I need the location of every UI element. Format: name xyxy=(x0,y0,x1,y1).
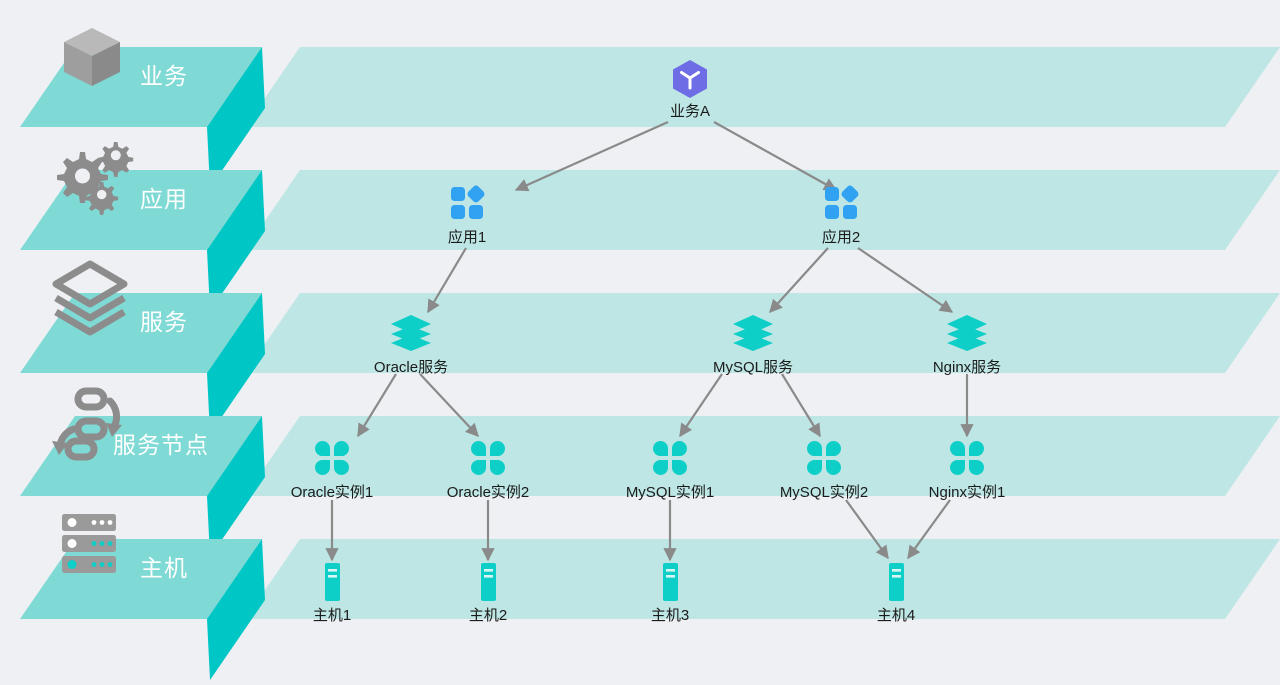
edge-biz_a-app2 xyxy=(713,121,838,191)
tab-application-fold xyxy=(207,170,265,311)
edge-svc_sql-ins_sql1 xyxy=(679,373,723,438)
node-svc_sql[interactable]: MySQL服务 xyxy=(673,313,833,377)
edge-app2-svc_ngx xyxy=(857,247,954,313)
business-cube-icon xyxy=(610,57,770,101)
layer-label-host: 主机 xyxy=(140,555,188,581)
node-label: 应用1 xyxy=(447,229,487,246)
node-label: MySQL服务 xyxy=(712,359,793,376)
node-host3[interactable]: 主机3 xyxy=(590,561,750,625)
node-app2[interactable]: 应用2 xyxy=(761,183,921,247)
node-ins_sql2[interactable]: MySQL实例2 xyxy=(744,438,904,502)
instance-clover-icon xyxy=(744,438,904,482)
app-grid-icon xyxy=(387,183,547,227)
node-svc_ngx[interactable]: Nginx服务 xyxy=(887,313,1047,377)
node-ins_ora2[interactable]: Oracle实例2 xyxy=(408,438,568,502)
instance-clover-icon xyxy=(408,438,568,482)
node-label: Oracle实例1 xyxy=(290,484,374,501)
node-label: Nginx实例1 xyxy=(928,484,1006,501)
edge-svc_sql-ins_sql2 xyxy=(781,373,821,438)
server-rack-icon xyxy=(62,514,116,573)
node-host2[interactable]: 主机2 xyxy=(408,561,568,625)
host-tower-icon xyxy=(590,561,750,605)
node-label: 主机1 xyxy=(312,607,352,624)
node-ins_sql1[interactable]: MySQL实例1 xyxy=(590,438,750,502)
edge-ins_ngx1-host4 xyxy=(907,499,951,560)
nodes-link-icon xyxy=(52,387,122,461)
gears-icon xyxy=(57,142,134,215)
node-label: Oracle服务 xyxy=(373,359,449,376)
node-label: 主机3 xyxy=(650,607,690,624)
layer-label-service: 服务 xyxy=(140,309,188,335)
node-host1[interactable]: 主机1 xyxy=(252,561,412,625)
layer-label-service-node: 服务节点 xyxy=(113,432,209,458)
node-label: 业务A xyxy=(669,103,710,120)
node-label: Oracle实例2 xyxy=(446,484,530,501)
service-stack-icon xyxy=(887,313,1047,357)
host-tower-icon xyxy=(252,561,412,605)
layer-tabs xyxy=(20,47,265,680)
layer-label-business: 业务 xyxy=(140,63,188,89)
node-svc_ora[interactable]: Oracle服务 xyxy=(331,313,491,377)
plane-service-node xyxy=(245,416,1280,496)
cube-3d-icon xyxy=(64,28,120,86)
plane-business xyxy=(245,47,1280,127)
plane-application xyxy=(245,170,1280,250)
layer-planes xyxy=(245,47,1280,619)
node-label: MySQL实例2 xyxy=(779,484,869,501)
edge-svc_ora-ins_ora2 xyxy=(419,373,479,437)
edge-ins_sql2-host4 xyxy=(845,499,889,560)
edge-biz_a-app1 xyxy=(514,120,669,192)
node-label: MySQL实例1 xyxy=(625,484,715,501)
edge-app1-svc_ora xyxy=(427,247,467,314)
node-host4[interactable]: 主机4 xyxy=(816,561,976,625)
node-label: 主机2 xyxy=(468,607,508,624)
node-app1[interactable]: 应用1 xyxy=(387,183,547,247)
plane-host xyxy=(245,539,1280,619)
edge-connectors xyxy=(325,120,974,562)
node-label: 应用2 xyxy=(821,229,861,246)
instance-clover-icon xyxy=(252,438,412,482)
node-label: 主机4 xyxy=(876,607,916,624)
tab-business-fold xyxy=(207,47,265,188)
node-label: Nginx服务 xyxy=(932,359,1002,376)
app-grid-icon xyxy=(761,183,921,227)
service-stack-icon xyxy=(673,313,833,357)
node-biz_a[interactable]: 业务A xyxy=(610,57,770,121)
node-ins_ngx1[interactable]: Nginx实例1 xyxy=(887,438,1047,502)
host-tower-icon xyxy=(408,561,568,605)
edge-app2-svc_sql xyxy=(769,247,829,313)
service-stack-icon xyxy=(331,313,491,357)
tab-service-fold xyxy=(207,293,265,434)
tab-service-node-fold xyxy=(207,416,265,557)
tab-host-fold xyxy=(207,539,265,680)
instance-clover-icon xyxy=(887,438,1047,482)
layer-label-application: 应用 xyxy=(140,186,188,212)
node-ins_ora1[interactable]: Oracle实例1 xyxy=(252,438,412,502)
host-tower-icon xyxy=(816,561,976,605)
layers-stack-icon xyxy=(52,260,128,336)
instance-clover-icon xyxy=(590,438,750,482)
edge-svc_ora-ins_ora1 xyxy=(357,373,397,438)
